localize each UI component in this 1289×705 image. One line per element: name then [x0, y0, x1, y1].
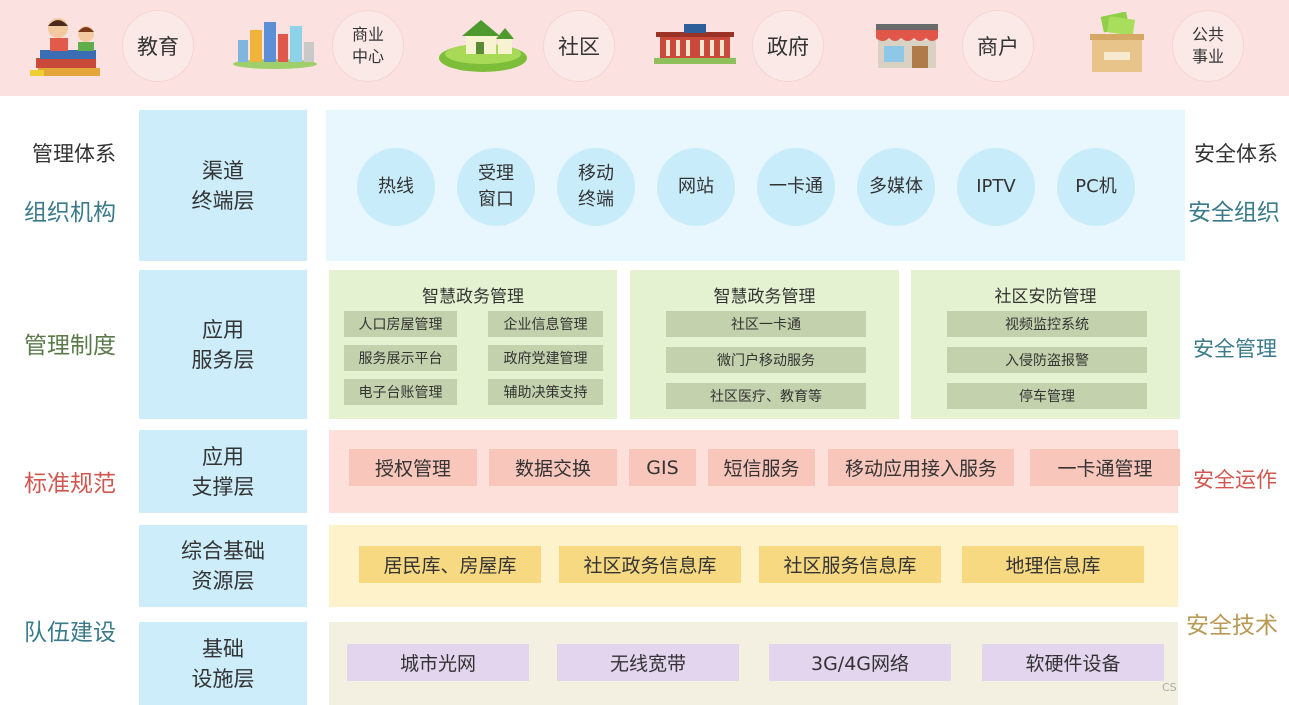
watermark: CS [1162, 681, 1177, 694]
group-merchant: 商户 [962, 10, 1034, 82]
app-item: 视频监控系统 [947, 311, 1147, 337]
channel-hotline: 热线 [357, 148, 435, 226]
label-security-technology: 安全技术 [1186, 613, 1278, 639]
group-community-label: 社区 [558, 35, 600, 59]
group-business-center: 商业 中心 [332, 10, 404, 82]
app-item: 停车管理 [947, 383, 1147, 409]
group-community: 社区 [543, 10, 615, 82]
label-security-operation: 安全运作 [1193, 468, 1277, 492]
group-education: 教育 [122, 10, 194, 82]
app-item: 政府党建管理 [488, 345, 603, 371]
reading-children-icon [30, 18, 100, 76]
app-item: 电子台账管理 [344, 379, 457, 405]
channel-website: 网站 [657, 148, 735, 226]
group-government: 政府 [752, 10, 824, 82]
app-item: 微门户移动服务 [666, 347, 866, 373]
app-group-security: 社区安防管理 视频监控系统 入侵防盗报警 停车管理 [911, 270, 1180, 419]
channel-panel: 热线 受理 窗口 移动 终端 网站 一卡通 多媒体 IPTV PC机 [326, 110, 1185, 261]
infra-city-fiber: 城市光网 [347, 644, 529, 681]
money-box-icon [1090, 12, 1144, 72]
support-gis: GIS [629, 449, 696, 486]
label-organization: 组织机构 [24, 200, 116, 226]
layer-application-service: 应用 服务层 [139, 270, 307, 419]
channel-service-window: 受理 窗口 [457, 148, 535, 226]
group-business-center-label: 商业 中心 [351, 25, 384, 66]
channel-one-card: 一卡通 [757, 148, 835, 226]
group-merchant-label: 商户 [977, 35, 1019, 59]
app-group-gov-2: 智慧政务管理 社区一卡通 微门户移动服务 社区医疗、教育等 [630, 270, 899, 419]
layer-infrastructure: 基础 设施层 [139, 622, 307, 705]
support-one-card: 一卡通管理 [1030, 449, 1180, 486]
resource-service-info-db: 社区服务信息库 [759, 546, 941, 583]
app-group-gov-1: 智慧政务管理 人口房屋管理 企业信息管理 服务展示平台 政府党建管理 电子台账管… [329, 270, 617, 419]
app-item: 人口房屋管理 [344, 311, 457, 337]
support-data-exchange: 数据交换 [489, 449, 617, 486]
layer-basic-resource: 综合基础 资源层 [139, 525, 307, 607]
layer-channel-terminal: 渠道 终端层 [139, 110, 307, 261]
app-item: 企业信息管理 [488, 311, 603, 337]
app-item: 辅助决策支持 [488, 379, 603, 405]
government-building-icon [654, 24, 736, 64]
label-standards: 标准规范 [24, 471, 116, 497]
support-sms: 短信服务 [708, 449, 815, 486]
label-management-system: 管理体系 [32, 142, 116, 166]
label-security-management: 安全管理 [1193, 337, 1277, 361]
label-management-rules: 管理制度 [24, 333, 116, 359]
infra-wireless-broadband: 无线宽带 [557, 644, 739, 681]
support-mobile-access: 移动应用接入服务 [828, 449, 1014, 486]
app-item: 入侵防盗报警 [947, 347, 1147, 373]
infra-hardware-software: 软硬件设备 [982, 644, 1164, 681]
channel-iptv: IPTV [957, 148, 1035, 226]
channel-mobile-terminal: 移动 终端 [557, 148, 635, 226]
channel-multimedia: 多媒体 [857, 148, 935, 226]
app-group-title: 社区安防管理 [994, 287, 1097, 307]
app-item: 服务展示平台 [344, 345, 457, 371]
city-buildings-icon [233, 22, 317, 69]
group-education-label: 教育 [137, 35, 179, 59]
resource-resident-house-db: 居民库、房屋库 [359, 546, 541, 583]
app-item: 社区一卡通 [666, 311, 866, 337]
app-item: 社区医疗、教育等 [666, 383, 866, 409]
user-group-banner: 教育 商业 中心 社区 政府 [0, 0, 1289, 96]
support-authorization: 授权管理 [349, 449, 477, 486]
channel-pc: PC机 [1057, 148, 1135, 226]
infra-3g4g-network: 3G/4G网络 [769, 644, 951, 681]
group-public-utility-label: 公共 事业 [1191, 25, 1224, 66]
layer-application-support: 应用 支撑层 [139, 430, 307, 513]
group-government-label: 政府 [767, 35, 809, 59]
storefront-icon [876, 24, 938, 68]
app-group-title: 智慧政务管理 [422, 287, 524, 307]
resource-gov-info-db: 社区政务信息库 [559, 546, 741, 583]
label-team-building: 队伍建设 [24, 620, 116, 646]
label-security-system: 安全体系 [1194, 142, 1278, 166]
resource-geo-info-db: 地理信息库 [962, 546, 1144, 583]
label-security-organization: 安全组织 [1188, 200, 1280, 226]
app-group-title: 智慧政务管理 [713, 287, 816, 307]
community-house-icon [439, 20, 527, 72]
group-public-utility: 公共 事业 [1172, 10, 1244, 82]
